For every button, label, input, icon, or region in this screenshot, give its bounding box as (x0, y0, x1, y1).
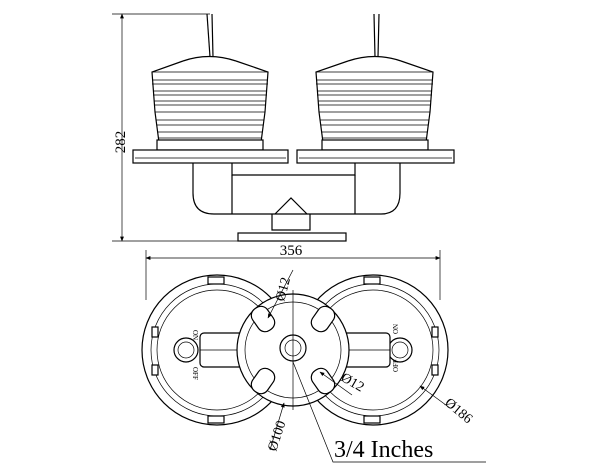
right-on-label: ON (392, 324, 400, 334)
left-on-label: ON (191, 330, 199, 340)
plan-dimension-leaders: Ø12 Ø12 Ø100 Ø186 3/4 Inches (266, 269, 486, 463)
right-off-label: OFF (392, 359, 400, 372)
hole-right-dimension-label: Ø12 (338, 370, 366, 395)
plan-view: 356 ON OFF ON (141, 243, 486, 463)
left-lamp-side (132, 13, 289, 164)
height-dimension-label: 282 (113, 131, 129, 154)
height-dimension: 282 (112, 13, 238, 242)
thread-size-label: 3/4 Inches (334, 437, 433, 463)
width-dimension: 356 (145, 243, 441, 300)
right-lamp-side (296, 13, 455, 164)
side-elevation-view: 282 (112, 13, 455, 242)
mounting-bracket (192, 163, 401, 242)
left-off-label: OFF (191, 367, 199, 380)
center-mounting-disc (236, 290, 350, 410)
hole-top-dimension-label: Ø12 (273, 276, 294, 303)
center-disc-dimension-label: Ø100 (266, 419, 290, 453)
width-dimension-label: 356 (280, 243, 303, 259)
lamp-diameter-dimension-label: Ø186 (441, 396, 474, 427)
